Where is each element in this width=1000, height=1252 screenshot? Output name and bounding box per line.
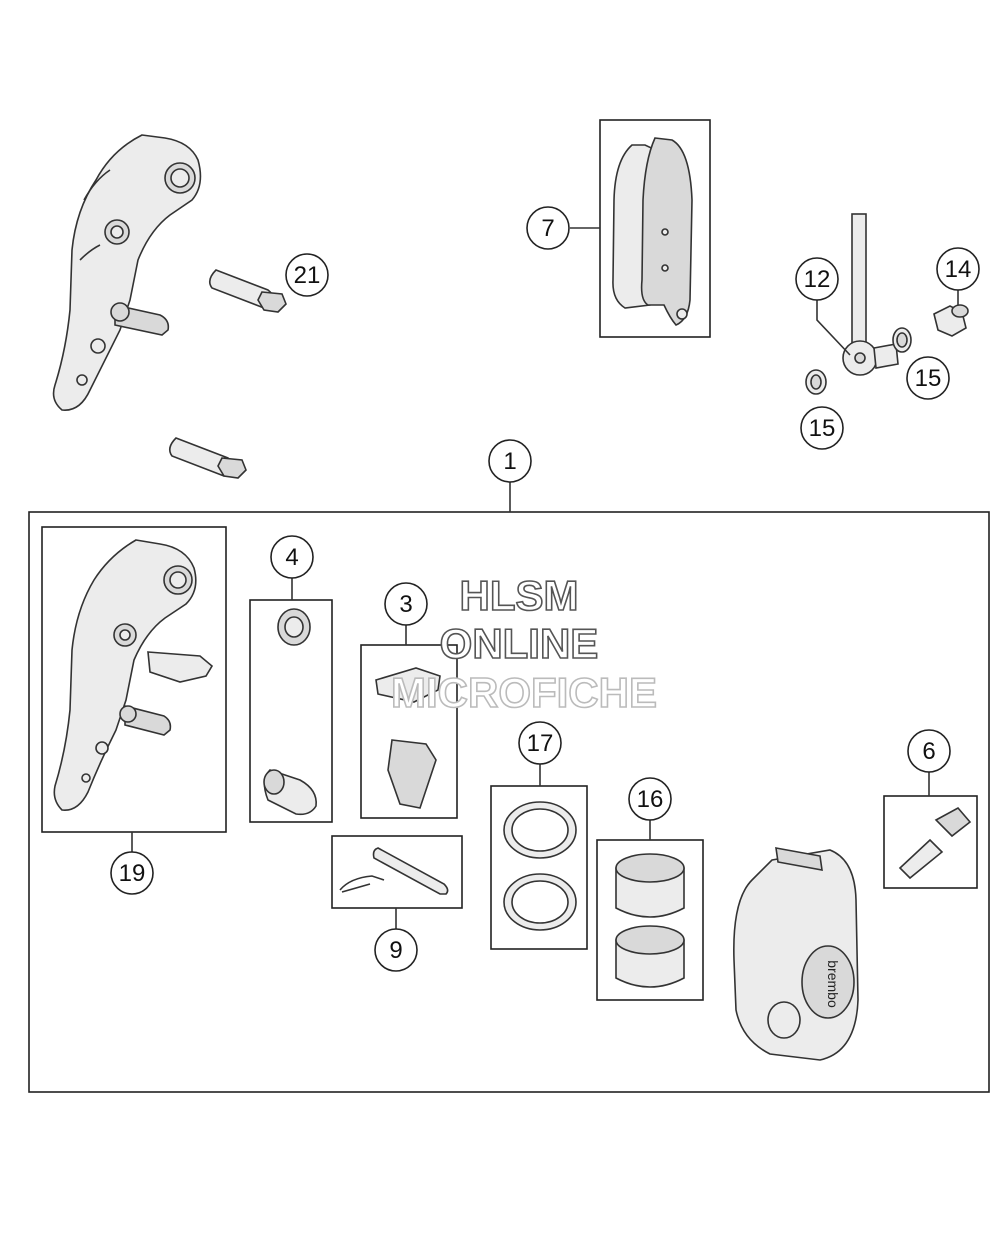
callout-21: 21 <box>285 253 329 297</box>
bleeder-kit-box <box>883 795 978 889</box>
callout-12: 12 <box>795 257 839 301</box>
watermark-line-1: HLSM <box>460 572 579 619</box>
watermark: HLSM ONLINE MICROFICHE <box>390 571 658 717</box>
callout-4: 4 <box>270 535 314 579</box>
callout-17: 17 <box>518 721 562 765</box>
svg-text:17: 17 <box>527 730 554 757</box>
piston-seal-box <box>490 785 588 950</box>
watermark-line-2: ONLINE <box>440 620 599 667</box>
pad-pin-box <box>331 835 463 909</box>
brake-caliper-body: brembo <box>733 847 859 1061</box>
svg-text:21: 21 <box>294 262 321 289</box>
caliper-support-bracket <box>52 134 202 411</box>
svg-text:19: 19 <box>119 860 146 887</box>
bleeder-screw <box>933 304 969 337</box>
svg-text:12: 12 <box>804 266 831 293</box>
pad-spring-box <box>360 644 458 819</box>
svg-text:14: 14 <box>945 256 972 283</box>
brake-pads-box <box>599 119 711 338</box>
callout-19: 19 <box>110 851 154 895</box>
leader-lines <box>131 227 959 930</box>
bolt-upper <box>208 269 287 313</box>
bracket-kit-box <box>41 526 227 833</box>
callout-6: 6 <box>907 729 951 773</box>
banjo-brake-line <box>842 213 899 376</box>
callout-9: 9 <box>374 928 418 972</box>
watermark-line-3: MICROFICHE <box>391 669 657 716</box>
seal-kit-box <box>249 599 333 823</box>
callout-1: 1 <box>488 439 532 483</box>
svg-text:16: 16 <box>637 786 664 813</box>
callout-7: 7 <box>526 206 570 250</box>
callout-14: 14 <box>936 247 980 291</box>
callout-15-left: 15 <box>800 406 844 450</box>
washer-small-left <box>805 369 827 395</box>
svg-text:15: 15 <box>915 365 942 392</box>
bolt-lower <box>168 437 247 479</box>
svg-text:4: 4 <box>285 544 298 571</box>
kit-outline-box <box>28 511 990 1093</box>
svg-text:3: 3 <box>399 591 412 618</box>
svg-text:1: 1 <box>503 448 516 475</box>
caliper-brand-mark: brembo <box>825 960 841 1008</box>
svg-text:7: 7 <box>541 215 554 242</box>
callout-3: 3 <box>384 582 428 626</box>
callout-15-right: 15 <box>906 356 950 400</box>
svg-text:6: 6 <box>922 738 935 765</box>
svg-text:9: 9 <box>389 937 402 964</box>
callout-16: 16 <box>628 777 672 821</box>
svg-text:15: 15 <box>809 415 836 442</box>
piston-box <box>596 839 704 1001</box>
washer-small-right <box>892 327 912 353</box>
